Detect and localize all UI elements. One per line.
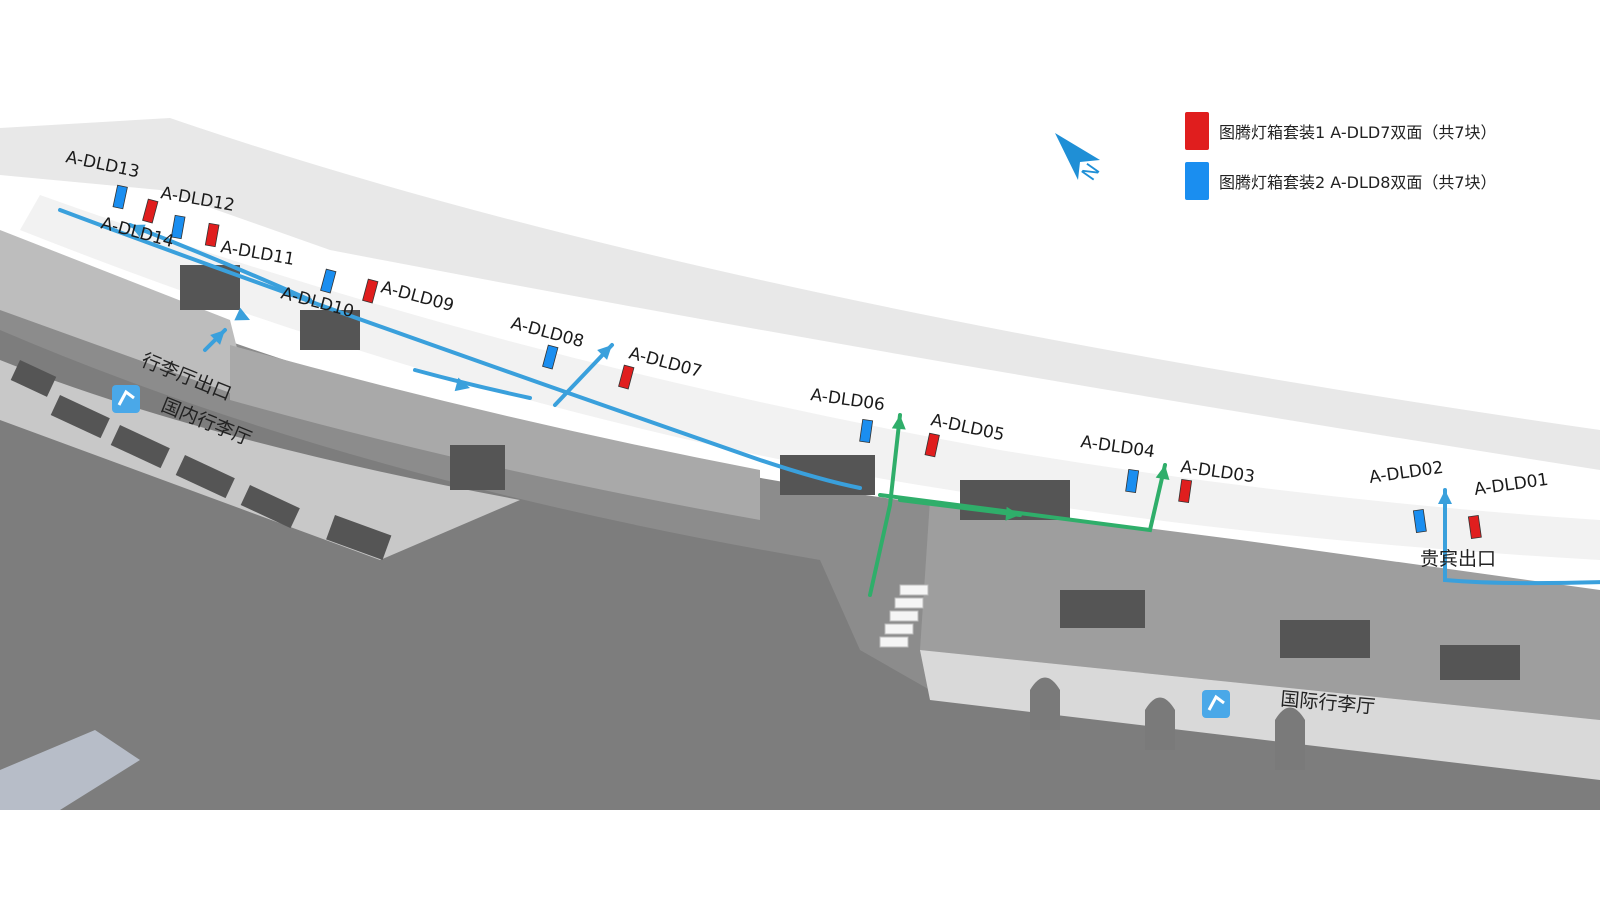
route-arrowhead [454, 377, 470, 392]
route-green-right [878, 463, 1167, 533]
international-block [920, 500, 1600, 720]
international-hall-floor [920, 650, 1600, 780]
legend-label: 图腾灯箱套装2 A-DLD8双面（共7块） [1219, 173, 1497, 192]
point-marker-blue [859, 418, 874, 444]
point-marker-red [1178, 478, 1193, 504]
point-marker-red [924, 432, 940, 458]
glass-canopy [0, 730, 140, 810]
left-wall [0, 230, 250, 400]
north-arrow-icon: N [1055, 133, 1105, 185]
stairs [879, 584, 929, 648]
route-green-mid [898, 498, 1022, 517]
baggage-claim-icon [1202, 690, 1230, 718]
route-arrowhead [891, 415, 906, 430]
point-label: A-DLD01 [1473, 470, 1550, 500]
baggage-claim-icon [112, 385, 140, 413]
compass-letter: N [1076, 159, 1104, 185]
legend-item: 图腾灯箱套装2 A-DLD8双面（共7块） [1185, 160, 1497, 202]
legend-swatch-blue [1185, 162, 1209, 200]
legend-item: 图腾灯箱套装1 A-DLD7双面（共7块） [1185, 110, 1497, 152]
point-marker-blue [320, 268, 337, 294]
route-arrowhead [210, 330, 225, 345]
legend-label: 图腾灯箱套装1 A-DLD7双面（共7块） [1219, 123, 1497, 142]
point-marker-blue [1125, 468, 1140, 494]
point-label: A-DLD04 [1079, 432, 1156, 462]
point-label: A-DLD02 [1368, 458, 1445, 488]
legend-swatch-red [1185, 112, 1209, 150]
point-marker-red [1467, 514, 1482, 540]
route-arrowhead [130, 224, 146, 238]
point-marker-red [618, 364, 635, 390]
route-blue-upper [128, 223, 312, 302]
left-lower-wall [230, 345, 760, 520]
route-green-vertical [868, 413, 902, 597]
point-marker-blue [170, 214, 186, 240]
point-marker-red [204, 222, 220, 248]
point-marker-red [142, 198, 159, 224]
point-marker-blue [1412, 508, 1427, 534]
route-blue-vip [1443, 488, 1600, 586]
routes [58, 208, 1600, 597]
baggage-carousels [10, 265, 1520, 680]
route-arrowhead [1005, 506, 1020, 521]
point-marker-blue [112, 184, 128, 210]
route-blue-mid [413, 368, 532, 400]
route-arrowhead [1438, 490, 1452, 504]
route-arrowhead [1155, 465, 1170, 481]
roof-band [0, 118, 1600, 470]
route-arrowhead [234, 307, 250, 321]
point-marker-blue [542, 344, 559, 370]
route-blue-main [58, 208, 862, 490]
point-marker-red [362, 278, 379, 304]
hall-arches [1030, 677, 1305, 770]
zone-vip-exit: 贵宾出口 [1420, 548, 1496, 570]
corridor [20, 195, 1600, 560]
legend: 图腾灯箱套装1 A-DLD7双面（共7块） 图腾灯箱套装2 A-DLD8双面（共… [1185, 110, 1497, 210]
baggage-hall-ground [0, 330, 1600, 810]
point-label: A-DLD06 [809, 385, 886, 415]
